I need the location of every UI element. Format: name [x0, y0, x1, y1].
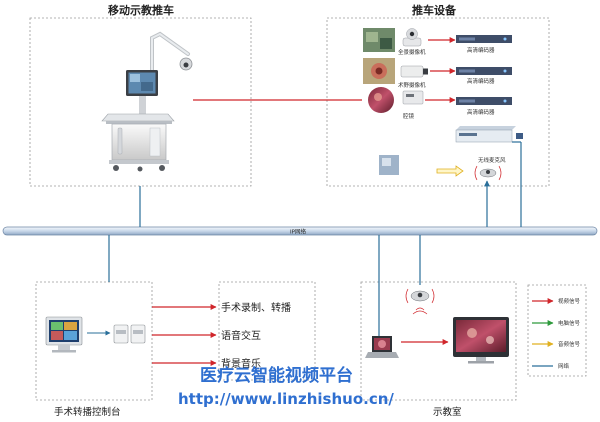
- ceiling-speaker-icon: [406, 289, 434, 314]
- box-camera-icon: [401, 66, 428, 77]
- camera-label-panoramic: 全景摄像机: [398, 48, 426, 56]
- teaching-cart-illustration: [102, 34, 192, 172]
- function-label-recording: 手术录制、转播: [221, 301, 291, 314]
- watermark-title: 医疗云智能视频平台: [200, 365, 353, 386]
- ip-network-label: IP网络: [290, 228, 306, 236]
- panoramic-camera-row: 全景摄像机 高清编码器: [363, 28, 512, 56]
- endoscope-photo: [368, 87, 394, 113]
- encoder-label-1: 高清编码器: [467, 46, 495, 54]
- watermark-url: http://www.linzhishuo.cn/: [178, 390, 394, 408]
- endoscope-device-icon: [403, 91, 423, 104]
- function-label-voice: 语音交互: [221, 329, 261, 342]
- classroom-display-icon: [453, 317, 509, 364]
- encoder-pair-icon: [114, 325, 145, 343]
- classroom-section-title: 示教室: [433, 406, 462, 418]
- control-section-title: 手术转播控制台: [54, 406, 121, 418]
- hd-encoder-icon: [456, 67, 512, 75]
- legend-label-video: 视频信号: [558, 297, 581, 305]
- equipment-section-box: [327, 18, 549, 186]
- cart-section-title: 移动示教推车: [108, 3, 174, 17]
- console-monitor-icon: [46, 317, 82, 353]
- network-switch-icon: [456, 126, 523, 142]
- camera-label-field: 术野摄像机: [398, 81, 426, 89]
- field-camera-row: 术野摄像机 高清编码器: [363, 58, 512, 89]
- endoscope-row: 腔镜 高清编码器: [368, 87, 512, 120]
- audio-signal-arrow: [437, 166, 463, 176]
- hd-encoder-icon: [456, 35, 512, 43]
- ip-network-bus: IP网络: [3, 227, 597, 236]
- encoder-label-3: 高清编码器: [467, 108, 495, 116]
- camera-label-endoscope: 腔镜: [403, 112, 415, 120]
- wireless-label: 无线麦克风: [478, 156, 506, 164]
- wireless-receiver-icon: [475, 166, 501, 180]
- legend-label-audio: 音频信号: [558, 340, 581, 348]
- equipment-section-title: 推车设备: [412, 3, 457, 17]
- legend-label-computer: 电脑信号: [558, 319, 581, 327]
- ptz-camera-icon: [403, 29, 421, 47]
- hd-encoder-icon: [456, 97, 512, 105]
- laptop-icon: [365, 336, 399, 358]
- legend-label-network: 网络: [558, 362, 570, 370]
- encoder-label-2: 高清编码器: [467, 77, 495, 85]
